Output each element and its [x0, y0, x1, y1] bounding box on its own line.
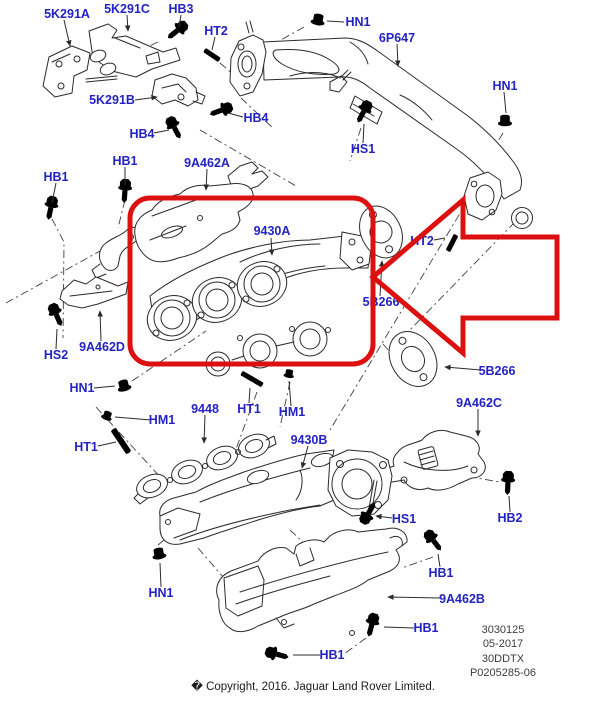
part-label-9a462b-32[interactable]: 9A462B — [439, 592, 485, 606]
part-label-hn1-20[interactable]: HN1 — [69, 381, 94, 395]
part-label-hs1-28[interactable]: HS1 — [392, 512, 416, 526]
part-label-hb4-9[interactable]: HB4 — [129, 127, 154, 141]
part-label-hb3-2[interactable]: HB3 — [168, 2, 193, 16]
alignment-lines — [5, 26, 516, 655]
part-label-hb1-13[interactable]: HB1 — [43, 170, 68, 184]
part-bolt-hb1-bottom — [263, 644, 291, 665]
part-label-hb1-11[interactable]: HB1 — [112, 154, 137, 168]
leader-lines — [51, 14, 511, 656]
part-label-hs2-18[interactable]: HS2 — [44, 348, 68, 362]
part-nut-hn1-top — [310, 12, 326, 27]
part-label-5k291a-0[interactable]: 5K291A — [44, 7, 90, 21]
part-label-hb1-30[interactable]: HB1 — [428, 566, 453, 580]
part-label-5b266-19[interactable]: 5B266 — [479, 364, 516, 378]
part-manifold-9430b — [159, 449, 393, 545]
part-label-hb4-8[interactable]: HB4 — [243, 111, 268, 125]
part-label-hb2-29[interactable]: HB2 — [497, 511, 522, 525]
part-label-hb1-34[interactable]: HB1 — [319, 648, 344, 662]
part-label-hn1-6[interactable]: HN1 — [492, 79, 517, 93]
part-bracket-5k291a — [42, 45, 118, 98]
part-gasket-chain-9448 — [133, 433, 277, 505]
highlight-arrow-icon — [369, 194, 560, 359]
copyright-footer: � Copyright, 2016. Jaguar Land Rover Lim… — [191, 681, 435, 693]
sheet-info-line: 3030125 — [481, 624, 525, 636]
part-label-hm1-23[interactable]: HM1 — [279, 405, 305, 419]
part-gaskets-inner-row — [205, 321, 331, 377]
part-label-5k291b-7[interactable]: 5K291B — [89, 93, 135, 107]
part-stud-ht1-left — [110, 427, 132, 455]
part-label-9430a-14[interactable]: 9430A — [254, 224, 291, 238]
part-bracket-5k291c — [88, 23, 181, 78]
part-label-9a462a-12[interactable]: 9A462A — [184, 156, 230, 170]
part-label-5k291c-1[interactable]: 5K291C — [104, 2, 150, 16]
part-label-9448-21[interactable]: 9448 — [191, 402, 219, 416]
part-label-ht2-3[interactable]: HT2 — [204, 24, 228, 38]
part-heat-shield-9a462d — [59, 276, 129, 309]
sheet-info-line: 05-2017 — [482, 638, 524, 651]
part-stud-ht2-mid — [445, 233, 459, 253]
part-bolt-hb4-lower — [162, 114, 187, 142]
part-bracket-5k291b — [151, 73, 206, 107]
part-bolt-hs2 — [45, 301, 68, 329]
highlight-overlay — [127, 194, 560, 367]
sheet-info-line: 30DDTX — [481, 652, 525, 665]
sheet-info-line: P0205285-06 — [469, 666, 537, 679]
part-label-ht1-22[interactable]: HT1 — [237, 402, 261, 416]
part-heat-shield-9a462c — [380, 429, 486, 491]
part-pipe-6p647 — [229, 20, 533, 229]
highlight-box — [127, 195, 376, 367]
part-bolt-hb1-upper-right — [420, 527, 447, 555]
part-heat-shield-9a462b — [216, 527, 408, 636]
sheet-info-block: 3030125 05-2017 30DDTX P0205285-06 — [455, 623, 551, 680]
part-label-hs1-10[interactable]: HS1 — [351, 142, 375, 156]
part-bolt-hb3 — [163, 17, 191, 44]
part-label-9a462c-25[interactable]: 9A462C — [456, 396, 502, 410]
part-bolt-hb1-left — [41, 194, 61, 222]
part-gasket-5b266-lower — [388, 331, 438, 387]
part-label-ht1-27[interactable]: HT1 — [74, 440, 98, 454]
part-manifold-9430a — [146, 231, 372, 341]
part-bolt-hb1-lower-right — [361, 611, 382, 639]
part-label-6p647-5[interactable]: 6P647 — [379, 31, 415, 45]
part-label-hb1-33[interactable]: HB1 — [413, 621, 438, 635]
part-nut-hm1-mid — [283, 368, 295, 379]
part-label-hm1-24[interactable]: HM1 — [149, 413, 175, 427]
part-stud-ht1-right — [240, 370, 264, 388]
part-label-hn1-31[interactable]: HN1 — [148, 586, 173, 600]
part-label-hn1-4[interactable]: HN1 — [345, 15, 370, 29]
part-heat-shield-9a462a — [134, 161, 269, 263]
part-label-9430b-26[interactable]: 9430B — [291, 433, 328, 447]
part-nut-hm1-left — [100, 409, 114, 422]
part-nut-hn1-right — [498, 114, 512, 127]
part-bolt-hb2 — [500, 470, 516, 496]
part-bolt-hb4-right — [207, 99, 235, 122]
part-nut-hn1-midleft — [115, 378, 133, 393]
part-label-9a462d-17[interactable]: 9A462D — [79, 340, 125, 354]
part-nut-hn1-bottom — [151, 546, 167, 561]
